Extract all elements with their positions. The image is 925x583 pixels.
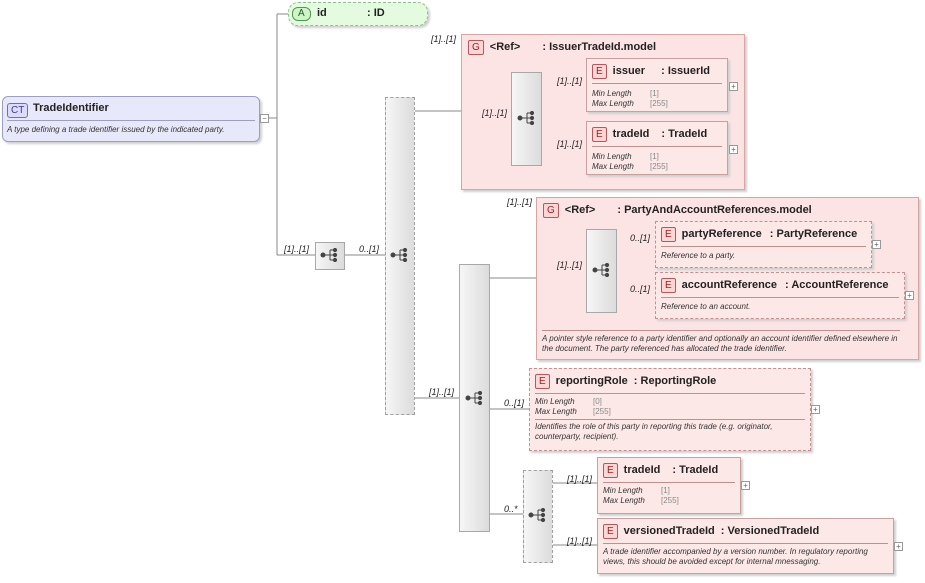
issuer-group-model: : IssuerTradeId.model [542, 41, 657, 53]
reporting-role-name: reportingRole [555, 375, 628, 387]
choice-seq-cardinality: 0..[1] [359, 244, 380, 254]
party-group-title: G <Ref> : PartyAndAccountReferences.model [543, 203, 812, 218]
party-group-ref: <Ref> [564, 204, 596, 216]
attribute-id-box[interactable]: A id : ID [288, 2, 428, 26]
reporting-role-expand[interactable]: + [811, 405, 820, 414]
tradeid-expand[interactable]: + [729, 145, 738, 154]
facet-value: [1] [650, 89, 659, 98]
issuer-group-ref: <Ref> [489, 41, 521, 53]
facet-value: [255] [661, 496, 679, 505]
versioned-type: : VersionedTradeId [720, 525, 820, 537]
reporting-role-type: : ReportingRole [633, 375, 717, 387]
party-group-description: A pointer style reference to a party ide… [542, 334, 898, 353]
element-badge: E [592, 64, 607, 79]
facet-label: Min Length [592, 152, 632, 161]
party-ref-expand[interactable]: + [872, 240, 881, 249]
reporting-role-cardinality: 0..[1] [504, 398, 525, 408]
party-ref-description: Reference to a party. [661, 251, 736, 260]
group-badge: G [468, 40, 484, 55]
versioned-name: versionedTradeId [623, 525, 715, 537]
party-seq-cardinality: [1]..[1] [557, 260, 583, 270]
sequence-icon [592, 263, 610, 277]
tradeid-cardinality: [1]..[1] [557, 139, 583, 149]
ct-badge: CT [7, 103, 29, 118]
sequence-icon [320, 248, 338, 262]
issuer-expand[interactable]: + [729, 82, 738, 91]
ct-separator [7, 120, 255, 121]
element-badge: E [603, 524, 618, 539]
party-ref-cardinality: 0..[1] [630, 233, 651, 243]
second-seq-cardinality: [1]..[1] [429, 387, 455, 397]
choice2-cardinality: 0..* [504, 504, 518, 514]
element-badge: E [661, 227, 676, 242]
issuer-name: issuer [612, 65, 646, 77]
facet-label: Max Length [592, 99, 634, 108]
issuer-cardinality: [1]..[1] [557, 76, 583, 86]
element-badge: E [661, 278, 676, 293]
attr-type: : ID [367, 7, 385, 19]
ct-name: TradeIdentifier [33, 102, 109, 114]
facet-label: Min Length [603, 486, 643, 495]
facet-label: Min Length [535, 397, 575, 406]
facet-label: Max Length [592, 162, 634, 171]
account-ref-name: accountReference [681, 279, 778, 291]
versioned-expand[interactable]: + [894, 542, 903, 551]
tradeid-name: tradeId [612, 128, 650, 140]
issuer-group-cardinality: [1]..[1] [431, 34, 457, 44]
element-badge: E [535, 374, 550, 389]
issuer-seq-cardinality: [1]..[1] [482, 108, 508, 118]
party-ref-type: : PartyReference [769, 228, 858, 240]
facet-label: Max Length [603, 496, 645, 505]
attr-name: id [317, 7, 327, 19]
attr-badge: A [292, 7, 311, 21]
facet-label: Max Length [535, 407, 577, 416]
account-ref-cardinality: 0..[1] [630, 284, 651, 294]
sequence-icon [528, 508, 546, 522]
sequence-compositor-1[interactable] [315, 242, 345, 270]
tradeid-type: : TradeId [661, 128, 708, 140]
facet-label: Min Length [592, 89, 632, 98]
element-badge: E [592, 127, 607, 142]
facet-value: [255] [650, 162, 668, 171]
facet-value: [1] [661, 486, 670, 495]
account-ref-description: Reference to an account. [661, 302, 751, 311]
ct-collapse-toggle[interactable]: − [260, 114, 269, 123]
versioned-description: A trade identifier accompanied by a vers… [603, 547, 868, 566]
tradeid2-name: tradeId [623, 464, 661, 476]
versioned-cardinality: [1]..[1] [567, 536, 593, 546]
facet-value: [255] [593, 407, 611, 416]
account-ref-expand[interactable]: + [905, 291, 914, 300]
sequence-icon [390, 248, 408, 262]
tradeid2-expand[interactable]: + [741, 481, 750, 490]
issuer-group-title: G <Ref> : IssuerTradeId.model [468, 40, 656, 55]
party-group-cardinality: [1]..[1] [507, 197, 533, 207]
element-badge: E [603, 463, 618, 478]
facet-value: [255] [650, 99, 668, 108]
party-group-model: : PartyAndAccountReferences.model [617, 204, 812, 216]
tradeid2-cardinality: [1]..[1] [567, 474, 593, 484]
ct-description: A type defining a trade identifier issue… [7, 125, 225, 134]
tradeid2-type: : TradeId [672, 464, 719, 476]
account-ref-type: : AccountReference [785, 279, 889, 291]
facet-value: [0] [593, 397, 602, 406]
group-badge: G [543, 203, 559, 218]
complex-type-box[interactable]: CT TradeIdentifier A type defining a tra… [2, 96, 260, 142]
reporting-role-description: Identifies the role of this party in rep… [535, 422, 773, 441]
sequence-icon [517, 111, 535, 125]
sequence-compositor-2[interactable] [385, 97, 415, 415]
sequence-icon [465, 391, 483, 405]
party-ref-name: partyReference [681, 228, 762, 240]
issuer-type: : IssuerId [661, 65, 710, 77]
choice-cardinality: [1]..[1] [284, 244, 310, 254]
facet-value: [1] [650, 152, 659, 161]
